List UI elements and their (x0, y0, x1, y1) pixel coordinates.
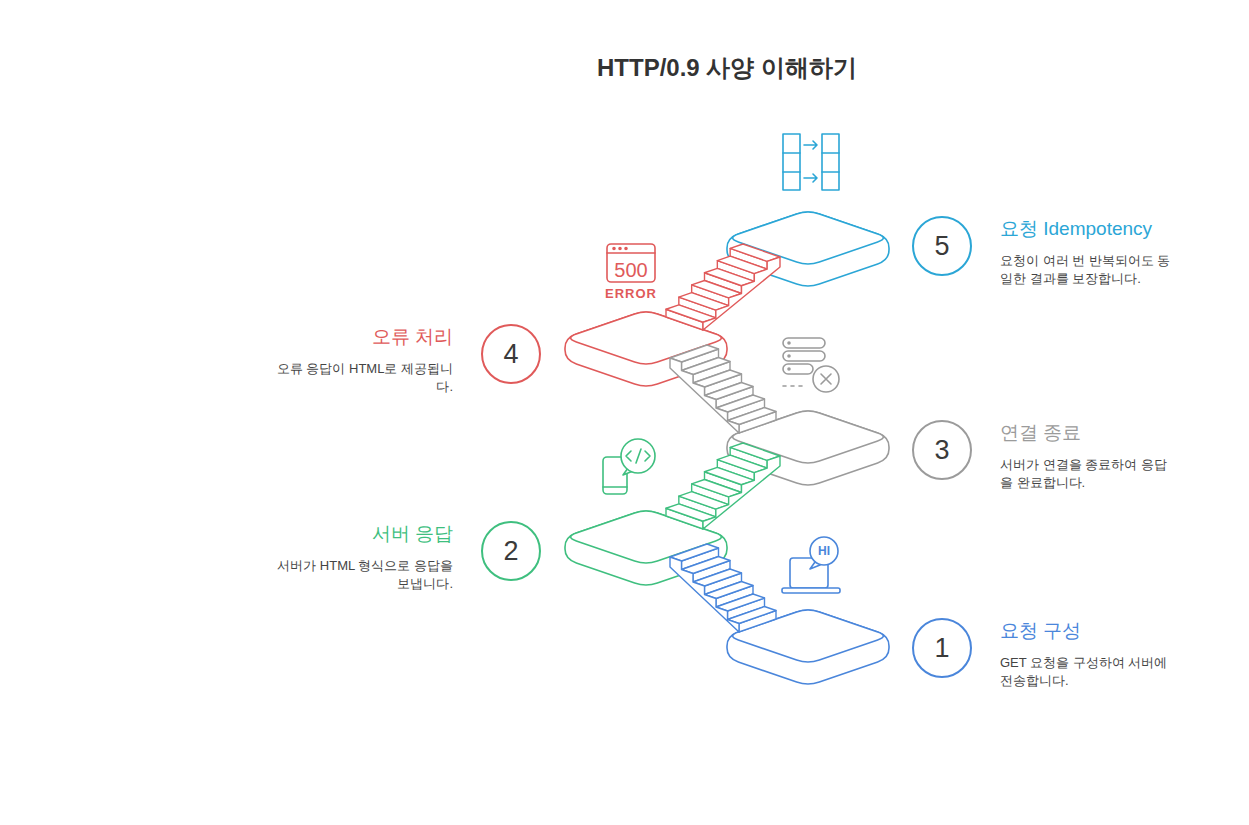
step-circle: 5요청 Idempotency요청이 여러 번 반복되어도 동일한 결과를 보장… (912, 216, 972, 276)
server-rack (783, 351, 825, 361)
step-description: 서버가 HTML 형식으로 응답을 보냅니다. (275, 557, 453, 593)
stair-stringer (703, 456, 780, 529)
staircase (666, 244, 780, 330)
laptop-icon (782, 537, 840, 593)
stairs-group (666, 244, 780, 632)
error-circle (813, 366, 839, 392)
server-rack (783, 364, 813, 374)
column-divider (822, 171, 839, 173)
server-dot (788, 342, 790, 344)
step-circle: 1요청 구성GET 요청을 구성하여 서버에 전송합니다. (912, 618, 972, 678)
stair-tread (666, 305, 716, 322)
stair-tread (728, 408, 777, 425)
arrow (804, 141, 817, 149)
column-divider (783, 152, 800, 154)
browser-icon (607, 244, 655, 282)
step-description: 오류 응답이 HTML로 제공됩니다. (275, 360, 453, 396)
browser-dot (613, 248, 615, 250)
stair-stringer (703, 257, 780, 330)
server-dot (788, 355, 790, 357)
browser-bar (607, 252, 655, 254)
staircase (670, 544, 776, 632)
column-divider (822, 152, 839, 154)
step-heading: 연결 종료 (1000, 422, 1081, 444)
step-number: 5 (934, 233, 949, 260)
platform (727, 610, 889, 684)
step-description: 서버가 연결을 종료하여 응답을 완료합니다. (1000, 456, 1172, 492)
step-heading: 서버 응답 (372, 523, 453, 545)
platform-side (727, 610, 889, 684)
diagram-title: HTTP/0.9 사양 이해하기 (597, 52, 857, 84)
step-heading: 요청 구성 (1000, 620, 1081, 642)
arrow (804, 174, 817, 182)
step-number: 4 (503, 341, 518, 368)
staircase (670, 345, 776, 433)
speech-bubble (810, 537, 838, 565)
browser-dot (619, 248, 621, 250)
step-description: 요청이 여러 번 반복되어도 동일한 결과를 보장합니다. (1000, 252, 1172, 288)
server-icon (783, 338, 839, 392)
staircase (666, 443, 780, 529)
column-box (783, 134, 800, 190)
phone-icon (603, 439, 655, 494)
dotted-line (783, 385, 802, 387)
step-heading: 요청 Idempotency (1000, 218, 1152, 240)
column-box (822, 134, 839, 190)
cross-mark (821, 374, 831, 384)
step-number: 3 (934, 437, 949, 464)
step-number: 2 (503, 538, 518, 565)
step-circle: 4오류 처리오류 응답이 HTML로 제공됩니다. (481, 324, 541, 384)
stair-stringer (670, 557, 739, 632)
transfer-icon (783, 134, 839, 190)
code-bubble (621, 439, 655, 473)
step-circle: 2서버 응답서버가 HTML 형식으로 응답을 보냅니다. (481, 521, 541, 581)
step-heading: 오류 처리 (372, 326, 453, 348)
browser-window (607, 244, 655, 282)
phone-line (603, 486, 627, 488)
stair-tread (666, 504, 716, 521)
code-symbol (626, 449, 650, 463)
stair-tread (728, 607, 777, 624)
laptop-base (782, 588, 840, 593)
column-divider (783, 171, 800, 173)
browser-dot (625, 248, 627, 250)
icon-label: ERROR (605, 287, 657, 300)
icon-label: 500 (614, 260, 647, 280)
server-dot (788, 368, 790, 370)
icon-label: HI (818, 545, 830, 557)
step-description: GET 요청을 구성하여 서버에 전송합니다. (1000, 654, 1172, 690)
stair-stringer (670, 358, 739, 433)
server-rack (783, 338, 825, 348)
step-circle: 3연결 종료서버가 연결을 종료하여 응답을 완료합니다. (912, 420, 972, 480)
platform-group (565, 212, 889, 684)
step-number: 1 (934, 635, 949, 662)
icon-group (603, 134, 840, 593)
